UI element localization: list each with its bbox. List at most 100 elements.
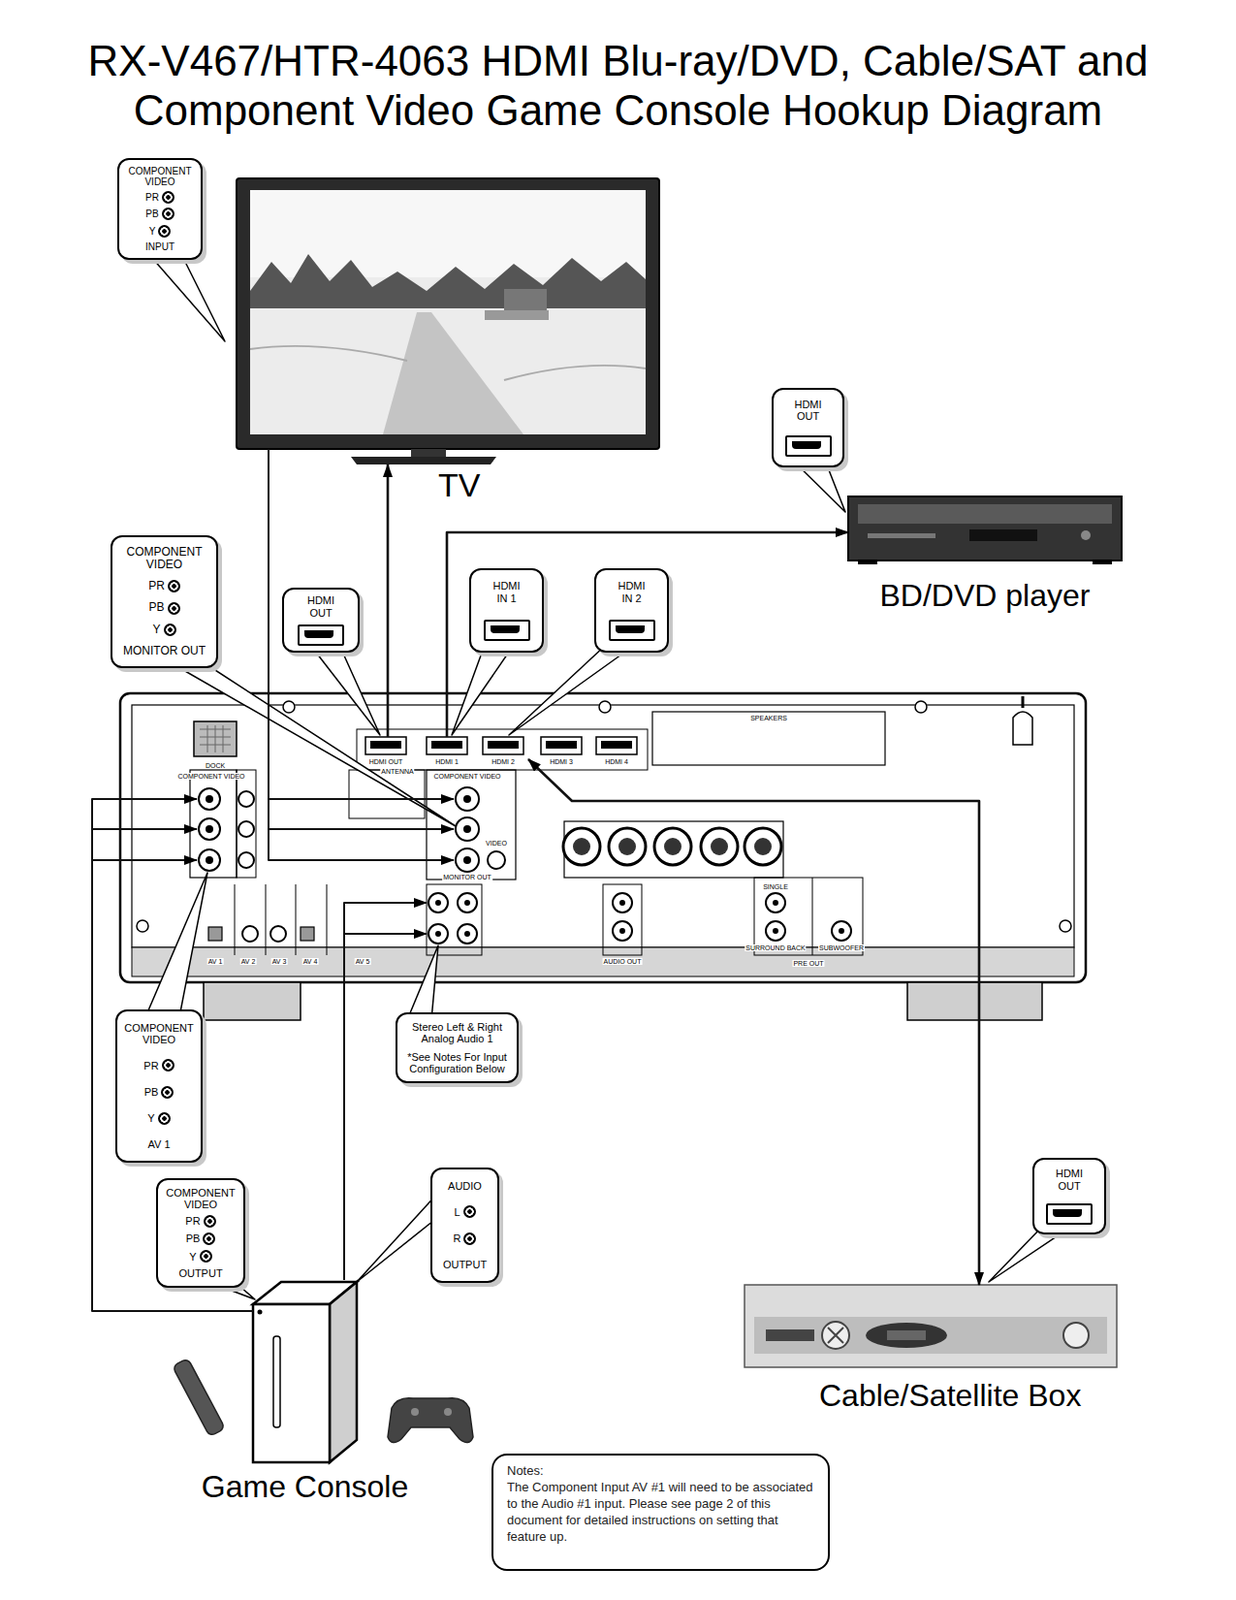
drawing-shape bbox=[857, 560, 878, 565]
drawing-shape bbox=[867, 533, 936, 539]
drawing-shape bbox=[426, 736, 468, 755]
drawing-shape bbox=[120, 693, 1086, 983]
device-label: TV bbox=[438, 466, 480, 505]
panel-label: DOCK bbox=[204, 761, 226, 769]
jack-row: PB bbox=[186, 1232, 217, 1245]
hdmi-port-slot bbox=[1052, 1208, 1082, 1217]
tv-device: TV bbox=[236, 178, 660, 465]
drawing-shape bbox=[504, 288, 547, 311]
drawing-shape bbox=[236, 769, 256, 878]
drawing-shape bbox=[387, 1397, 474, 1443]
port-label: PB bbox=[186, 1232, 201, 1244]
diagram-title: RX-V467/HTR-4063 HDMI Blu-ray/DVD, Cable… bbox=[38, 36, 1198, 135]
drawing-shape bbox=[457, 892, 477, 913]
drawing-shape bbox=[482, 736, 524, 755]
drawing-shape bbox=[270, 925, 286, 942]
drawing-shape bbox=[618, 837, 636, 856]
hdmi-port-icon bbox=[483, 619, 531, 641]
cable-path bbox=[386, 464, 390, 737]
callout-bubble: COMPONENT VIDEOPRPBYAV 1 bbox=[115, 1009, 203, 1163]
av-receiver: DOCKHDMI OUTHDMI 1HDMI 2HDMI 3HDMI 4SPEA… bbox=[120, 693, 1086, 983]
drawing-shape bbox=[455, 787, 479, 811]
panel-label: HDMI 1 bbox=[434, 758, 460, 765]
drawing-shape bbox=[238, 791, 254, 807]
drawing-shape bbox=[136, 919, 149, 932]
drawing-shape bbox=[619, 899, 626, 906]
node-text: HDMI OUT bbox=[790, 398, 827, 422]
drawing-shape bbox=[455, 817, 479, 841]
drawing-shape bbox=[563, 827, 601, 865]
jack-icon bbox=[158, 1111, 171, 1125]
port-label: Y bbox=[152, 623, 160, 636]
drawing-shape bbox=[915, 700, 927, 713]
drawing-shape bbox=[193, 721, 237, 757]
drawing-shape bbox=[273, 1335, 281, 1427]
panel-label: SURROUND BACK bbox=[744, 944, 806, 951]
drawing-shape bbox=[700, 827, 738, 865]
panel-label: SUBWOOFER bbox=[818, 944, 865, 951]
drawing-shape bbox=[411, 448, 446, 457]
port-label: PR bbox=[145, 191, 159, 203]
drawing-shape bbox=[744, 827, 782, 865]
drawing-shape bbox=[199, 725, 231, 753]
drawing-shape bbox=[572, 837, 591, 856]
drawing-shape bbox=[608, 827, 646, 865]
device-label: Game Console bbox=[201, 1468, 409, 1505]
hdmi-port-slot bbox=[490, 625, 520, 634]
drawing-shape bbox=[599, 700, 611, 713]
drawing-shape bbox=[198, 788, 221, 810]
bd-player-illustration bbox=[848, 496, 1122, 565]
drawing-shape bbox=[464, 930, 471, 937]
drawing-shape bbox=[426, 884, 482, 955]
controllers bbox=[172, 1358, 474, 1443]
drawing-shape bbox=[205, 794, 214, 803]
node-text: COMPONENT VIDEO bbox=[123, 165, 197, 188]
drawing-shape bbox=[822, 1321, 850, 1349]
drawing-shape bbox=[754, 877, 863, 955]
node-text: *See Notes For Input Configuration Below bbox=[401, 1050, 513, 1075]
callout-bubble: Stereo Left & Right Analog Audio 1*See N… bbox=[395, 1012, 519, 1083]
callout-bubble: COMPONENT VIDEOPRPBYINPUT bbox=[117, 158, 203, 260]
drawing-shape bbox=[612, 920, 633, 941]
cable-box-illustration bbox=[744, 1284, 1117, 1367]
drawing-shape bbox=[238, 852, 254, 868]
drawing-shape bbox=[205, 855, 214, 864]
panel-label: AV 3 bbox=[271, 957, 288, 965]
drawing-shape bbox=[652, 711, 886, 765]
drawing-shape bbox=[545, 740, 577, 749]
port-label: PR bbox=[143, 1059, 159, 1072]
drawing-shape bbox=[172, 1358, 225, 1437]
drawing-shape bbox=[464, 899, 471, 906]
jack-row: Y bbox=[149, 224, 172, 238]
rca-jacks bbox=[198, 787, 852, 944]
port-label: PB bbox=[144, 1085, 159, 1098]
hdmi-port-icon bbox=[297, 624, 345, 646]
drawing-shape bbox=[457, 923, 477, 944]
drawing-shape bbox=[234, 884, 327, 955]
drawing-shape bbox=[250, 253, 646, 309]
cable-path bbox=[268, 827, 454, 830]
drawing-shape bbox=[857, 504, 1112, 524]
drawing-shape bbox=[348, 769, 425, 819]
drawing-shape bbox=[838, 927, 845, 934]
drawing-shape bbox=[754, 837, 772, 856]
panel-label: VIDEO bbox=[484, 839, 508, 847]
drawing-shape bbox=[463, 794, 472, 803]
callout-bubble: COMPONENT VIDEOPRPBYOUTPUT bbox=[156, 1177, 246, 1288]
cable-connector bbox=[344, 902, 427, 1280]
drawing-shape bbox=[382, 312, 524, 435]
port-label: PB bbox=[145, 208, 159, 220]
drawing-shape bbox=[203, 982, 301, 1020]
jack-icon bbox=[161, 190, 175, 204]
cable-connector bbox=[446, 532, 849, 737]
cable-path bbox=[528, 759, 980, 1285]
jack-icon bbox=[167, 579, 181, 593]
drawing-shape bbox=[601, 740, 633, 749]
node-text: HDMI IN 2 bbox=[613, 579, 651, 603]
drawing-shape bbox=[772, 899, 779, 906]
panel-label: HDMI 4 bbox=[603, 758, 630, 765]
drawing-shape bbox=[238, 821, 254, 837]
drawing-shape bbox=[463, 824, 472, 833]
drawing-shape bbox=[426, 769, 516, 880]
node-text: Notes: bbox=[507, 1462, 815, 1480]
